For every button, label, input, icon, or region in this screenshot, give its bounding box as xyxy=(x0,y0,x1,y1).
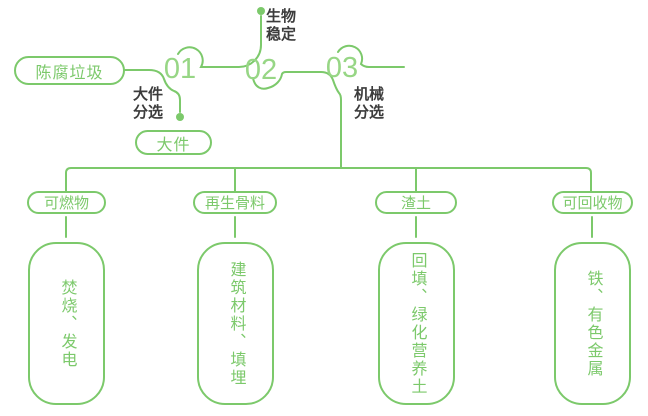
bulky-output-node: 大件 xyxy=(135,130,212,155)
bulky-output-label: 大件 xyxy=(156,136,191,154)
step-number-01: 01 xyxy=(163,52,197,85)
branch-detail-box-recycled-aggregate: 建筑材料、填埋 xyxy=(197,242,274,405)
bio-endpoint-dot xyxy=(257,7,265,15)
connector-step3-arc-stub xyxy=(337,44,405,68)
branch-tree-lines xyxy=(65,167,592,193)
branch-detail-box-slag-soil: 回填、绿化营养土 xyxy=(378,242,455,405)
source-node: 陈腐垃圾 xyxy=(14,56,125,85)
connector-step1-arc-to-step2 xyxy=(177,15,262,68)
branch-node-combustibles: 可燃物 xyxy=(27,191,106,214)
step-label-bio-stabilization: 生物 稳定 xyxy=(266,8,297,43)
branch-detail-text: 回填、绿化营养土 xyxy=(408,251,426,396)
branch-node-recyclables: 可回收物 xyxy=(552,191,633,214)
branch-label: 渣土 xyxy=(400,195,431,212)
branch-detail-box-recyclables: 铁、有色金属 xyxy=(554,242,631,405)
bulky-endpoint-dot xyxy=(176,113,184,121)
branch-label: 可燃物 xyxy=(43,195,89,212)
step-number-03: 03 xyxy=(325,51,359,84)
branch-detail-text: 建筑材料、填埋 xyxy=(227,260,245,387)
branch-detail-text: 铁、有色金属 xyxy=(584,269,602,378)
connector-source-to-bulky-drop xyxy=(124,69,181,113)
source-node-label: 陈腐垃圾 xyxy=(35,64,104,82)
branch-detail-text: 焚烧、发电 xyxy=(58,278,76,369)
branch-label: 再生骨料 xyxy=(204,195,265,212)
connector-step2-to-trunk xyxy=(252,71,342,169)
branch-detail-box-combustibles: 焚烧、发电 xyxy=(28,242,105,405)
branch-label: 可回收物 xyxy=(562,195,623,212)
step-label-mechanical-sorting: 机械 分选 xyxy=(354,86,385,121)
step-number-02: 02 xyxy=(244,53,278,86)
branch-node-recycled-aggregate: 再生骨料 xyxy=(193,191,277,214)
pill-to-detail-connectors xyxy=(65,216,593,238)
step-label-bulky-sorting: 大件 分选 xyxy=(133,86,164,121)
branch-node-slag-soil: 渣土 xyxy=(375,191,457,214)
